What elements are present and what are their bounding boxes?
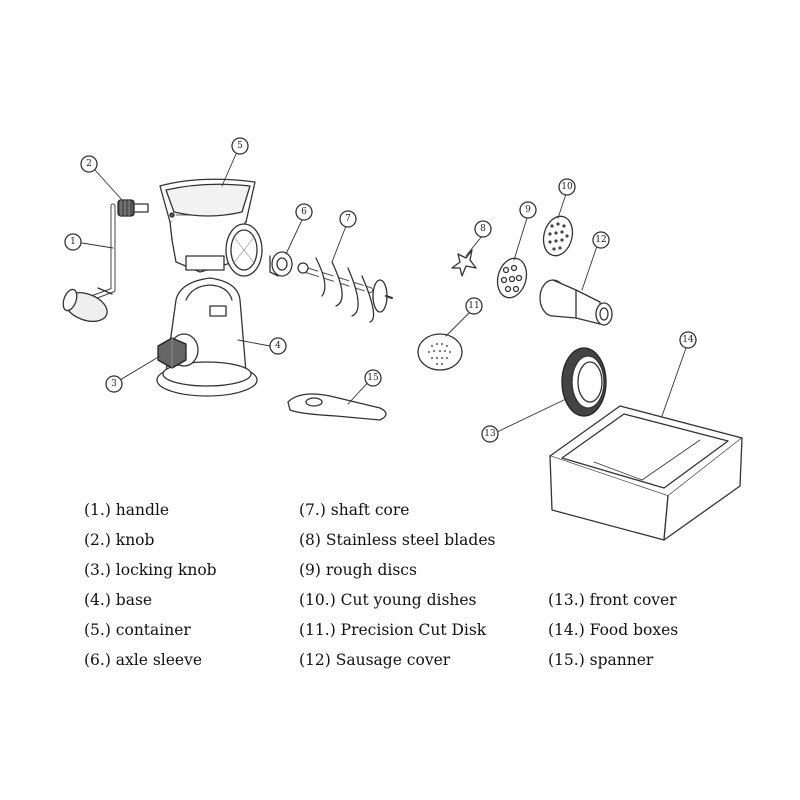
legend-item-spanner: (15.) spanner xyxy=(548,651,654,669)
svg-text:14: 14 xyxy=(682,335,694,345)
legend-item-axle-sleeve: (6.) axle sleeve xyxy=(84,651,203,669)
svg-text:4: 4 xyxy=(275,341,281,351)
legend-item-shaft-core: (7.) shaft core xyxy=(299,501,410,519)
stainless-steel-blades-part xyxy=(451,249,477,277)
callout-5: 5 xyxy=(231,137,249,155)
legend-item-container: (5.) container xyxy=(84,621,191,639)
callout-2: 2 xyxy=(80,155,98,173)
callout-15: 15 xyxy=(364,369,382,387)
callout-11: 11 xyxy=(465,297,483,315)
svg-text:10: 10 xyxy=(561,182,573,192)
callout-1: 1 xyxy=(64,233,82,251)
svg-text:12: 12 xyxy=(595,235,606,245)
precision-cut-disk-part xyxy=(417,333,463,371)
svg-text:2: 2 xyxy=(86,159,92,169)
callout-3: 3 xyxy=(105,375,123,393)
cut-disc-part xyxy=(542,215,574,257)
callout-6: 6 xyxy=(295,203,313,221)
svg-text:1: 1 xyxy=(70,237,76,247)
callout-13: 13 xyxy=(481,425,499,443)
callout-14: 14 xyxy=(679,331,697,349)
legend-item-rough-discs: (9) rough discs xyxy=(299,561,417,579)
legend-item-base: (4.) base xyxy=(84,591,153,609)
callout-7: 7 xyxy=(339,210,357,228)
sausage-cover-part xyxy=(539,279,613,326)
container-part xyxy=(159,178,263,277)
svg-text:7: 7 xyxy=(345,214,351,224)
svg-text:11: 11 xyxy=(468,301,479,311)
front-cover-part xyxy=(561,347,607,417)
base-part xyxy=(156,277,258,397)
legend-item-handle: (1.) handle xyxy=(84,501,170,519)
spanner-part xyxy=(287,393,387,421)
svg-text:9: 9 xyxy=(525,205,531,215)
svg-text:15: 15 xyxy=(367,373,379,383)
locking-knob-part xyxy=(157,333,199,369)
legend-item-precision-cut-disk: (11.) Precision Cut Disk xyxy=(299,621,487,639)
legend-item-locking-knob: (3.) locking knob xyxy=(84,561,217,579)
handle-part xyxy=(62,203,116,322)
axle-sleeve-part xyxy=(269,251,293,277)
callout-8: 8 xyxy=(474,220,492,238)
legend-item-food-boxes: (14.) Food boxes xyxy=(548,621,679,639)
svg-text:8: 8 xyxy=(480,224,486,234)
svg-text:6: 6 xyxy=(301,207,307,217)
svg-text:13: 13 xyxy=(484,429,496,439)
food-box-part xyxy=(549,405,743,541)
legend-item-blades: (8) Stainless steel blades xyxy=(299,531,496,549)
knob-part xyxy=(117,199,149,217)
callout-12: 12 xyxy=(592,231,610,249)
callout-4: 4 xyxy=(269,337,287,355)
shaft-core-part xyxy=(297,257,393,323)
legend-item-sausage-cover: (12) Sausage cover xyxy=(299,651,451,669)
legend-item-knob: (2.) knob xyxy=(84,531,155,549)
svg-text:5: 5 xyxy=(237,141,243,151)
legend-item-cut-young-dishes: (10.) Cut young dishes xyxy=(299,591,477,609)
rough-disc-part xyxy=(496,257,528,299)
svg-text:3: 3 xyxy=(111,379,117,389)
callout-10: 10 xyxy=(558,178,576,196)
legend-item-front-cover: (13.) front cover xyxy=(548,591,677,609)
callout-9: 9 xyxy=(519,201,537,219)
